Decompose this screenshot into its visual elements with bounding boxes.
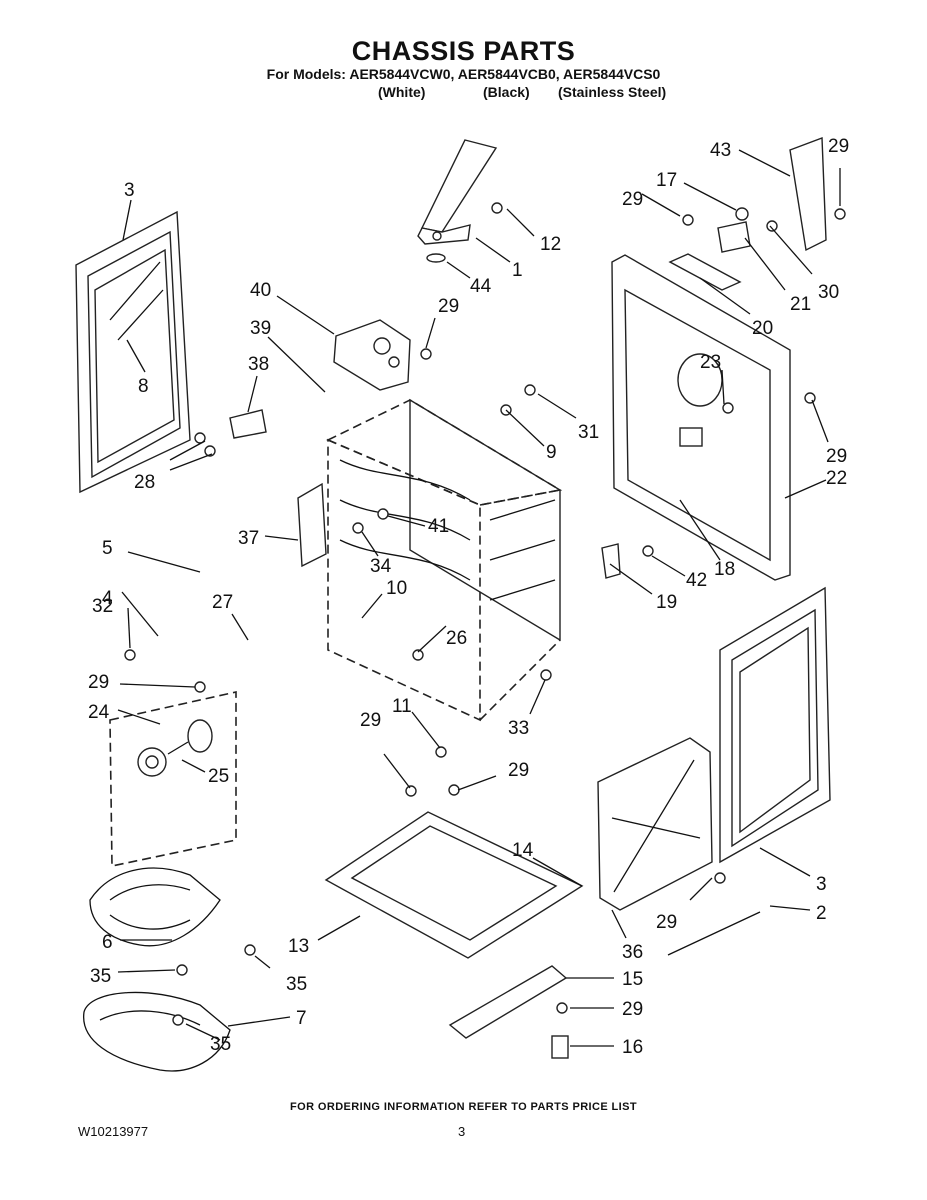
callout-23: 23 [700,352,721,373]
model-variants: (White) (Black) (Stainless Steel) [0,84,927,104]
callout-35a: 35 [90,966,111,987]
side-bracket [297,482,327,568]
callout-26: 26 [446,628,467,649]
callout-29b: 29 [622,189,643,210]
variant-white: (White) [378,84,426,100]
clip-part [601,543,621,579]
heating-elements [83,867,231,1072]
callout-40: 40 [250,280,271,301]
top-brackets [668,137,827,291]
callout-8: 8 [138,376,149,397]
callout-3a: 3 [124,180,135,201]
callout-29i: 29 [622,999,643,1020]
callout-17: 17 [656,170,677,191]
callout-22: 22 [826,468,847,489]
callout-11: 11 [392,696,412,717]
callout-29f: 29 [360,710,381,731]
callout-5: 5 [102,538,113,559]
callout-16: 16 [622,1037,643,1058]
models-line: For Models: AER5844VCW0, AER5844VCB0, AE… [266,66,661,82]
ordering-note: FOR ORDERING INFORMATION REFER TO PARTS … [290,1101,637,1113]
callout-42: 42 [686,570,707,591]
door-frame-left [75,210,191,494]
callout-34: 34 [370,556,392,577]
callout-37: 37 [238,528,259,549]
callout-13: 13 [288,936,309,957]
callout-31: 31 [578,422,599,443]
callout-labels: 1 2 3 3 4 5 6 7 8 9 10 11 12 13 14 15 16… [88,136,849,1058]
knob-assembly [109,691,237,867]
callout-29c: 29 [828,136,849,157]
rear-panel [611,254,791,581]
callout-43: 43 [710,140,731,161]
leader-lines [117,149,841,1047]
callout-9: 9 [546,442,557,463]
callout-19: 19 [656,592,677,613]
side-panel [597,737,713,911]
callout-38: 38 [248,354,269,375]
callout-20: 20 [752,318,773,339]
door-frame-right [719,586,831,864]
callout-18: 18 [714,559,735,580]
callout-27: 27 [212,592,233,613]
callout-10: 10 [386,578,407,599]
document-id: W10213977 [78,1124,149,1139]
callout-15: 15 [622,969,643,990]
callout-36: 36 [622,942,643,963]
hinge-part [229,409,267,439]
callout-25: 25 [208,766,229,787]
callout-6: 6 [102,932,113,953]
callout-30: 30 [818,282,839,303]
callout-24: 24 [88,702,110,723]
fasteners [124,202,846,1026]
callout-4: 4 [102,588,113,609]
callout-29h: 29 [656,912,677,933]
callout-35b: 35 [286,974,307,995]
callout-41: 41 [428,516,449,537]
callout-29d: 29 [826,446,847,467]
callout-35c: 35 [210,1034,231,1055]
callout-33: 33 [508,718,529,739]
callout-14: 14 [512,840,534,861]
page-number: 3 [458,1124,466,1139]
callout-3b: 3 [816,874,827,895]
callout-32: 32 [92,596,113,617]
callout-21: 21 [790,294,811,315]
variant-black: (Black) [483,84,530,100]
callout-1: 1 [512,260,523,281]
oven-cavity [326,398,563,722]
callout-7: 7 [296,1008,307,1029]
page-title: CHASSIS PARTS [351,36,576,66]
callout-29e: 29 [88,672,109,693]
anti-tip-bracket [417,139,498,263]
variant-stainless: (Stainless Steel) [558,84,667,100]
callout-29a: 29 [438,296,459,317]
callout-2: 2 [816,903,827,924]
callout-29g: 29 [508,760,529,781]
callout-44: 44 [470,276,492,297]
callout-12: 12 [540,234,561,255]
control-bracket [333,319,411,391]
callout-39: 39 [250,318,271,339]
callout-28: 28 [134,472,155,493]
bottom-tray [324,811,584,959]
drawer-rail [448,965,569,1059]
